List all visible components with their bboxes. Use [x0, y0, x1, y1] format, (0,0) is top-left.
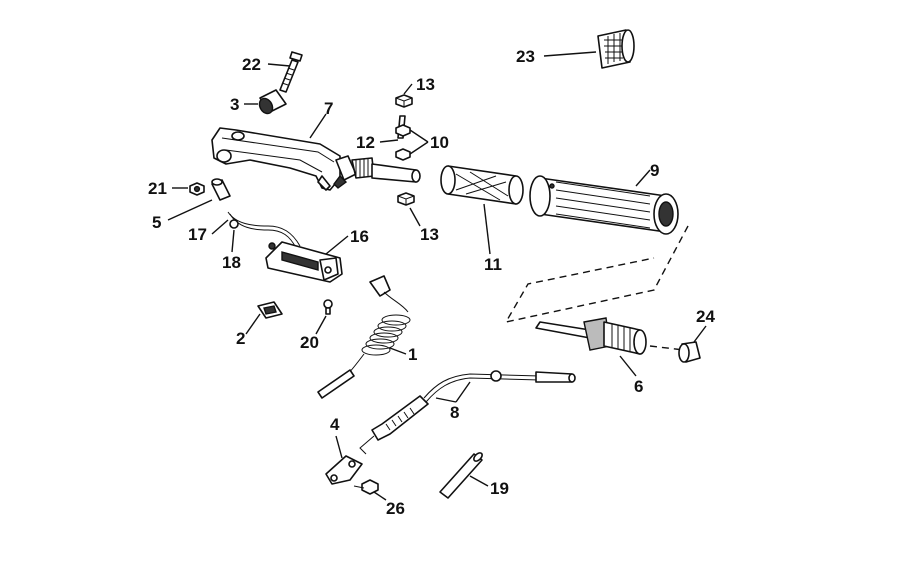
callout-24: 24 — [696, 307, 715, 326]
part-8-throttle-cable — [359, 370, 576, 455]
callout-17: 17 — [188, 225, 207, 244]
part-23-end-cap — [597, 29, 635, 69]
callout-23: 23 — [516, 47, 535, 66]
callout-9: 9 — [650, 161, 659, 180]
callout-18: 18 — [222, 253, 241, 272]
part-20-screw — [323, 299, 333, 315]
part-5-stud — [211, 178, 231, 201]
part-9-grip — [529, 175, 679, 235]
part-4-lever — [325, 455, 363, 485]
part-13-nut-top — [395, 94, 413, 108]
part-1-lanyard — [317, 275, 411, 399]
part-19-rod — [439, 452, 483, 499]
part-7-tiller-arm — [211, 127, 341, 191]
part-24-knob — [678, 341, 701, 363]
callout-21: 21 — [148, 179, 167, 198]
callout-2: 2 — [236, 329, 245, 348]
part-22-bolt — [279, 51, 303, 93]
part-21-nut — [189, 182, 205, 196]
part-17-wire-lead — [227, 211, 301, 249]
callout-26: 26 — [386, 499, 405, 518]
assembly-guide-lines — [504, 225, 689, 351]
callout-labels: 22 3 7 13 12 10 21 5 17 18 16 2 20 1 13 … — [148, 47, 715, 518]
callout-11: 11 — [484, 255, 502, 274]
part-26-screw — [353, 479, 379, 495]
callout-16: 16 — [350, 227, 369, 246]
part-2-clip — [257, 301, 283, 319]
throttle-shaft — [333, 155, 421, 189]
leader-lines — [167, 51, 707, 501]
part-10-nut — [395, 124, 411, 161]
callout-1: 1 — [408, 345, 417, 364]
callout-8: 8 — [450, 403, 459, 422]
part-11-throttle-tube — [440, 165, 524, 205]
callout-20: 20 — [300, 333, 319, 352]
callout-13-top: 13 — [416, 75, 435, 94]
callout-4: 4 — [330, 415, 340, 434]
part-16-bracket — [265, 241, 343, 283]
callout-6: 6 — [634, 377, 643, 396]
part-13-nut-bottom — [397, 192, 415, 206]
callout-3: 3 — [230, 95, 239, 114]
callout-12: 12 — [356, 133, 375, 152]
part-6-switch — [535, 317, 647, 355]
callout-19: 19 — [490, 479, 509, 498]
callout-5: 5 — [152, 213, 161, 232]
callout-22: 22 — [242, 55, 261, 74]
callout-10: 10 — [430, 133, 449, 152]
callout-13-bottom: 13 — [420, 225, 439, 244]
part-3-bushing — [258, 89, 287, 115]
callout-7: 7 — [324, 99, 333, 118]
